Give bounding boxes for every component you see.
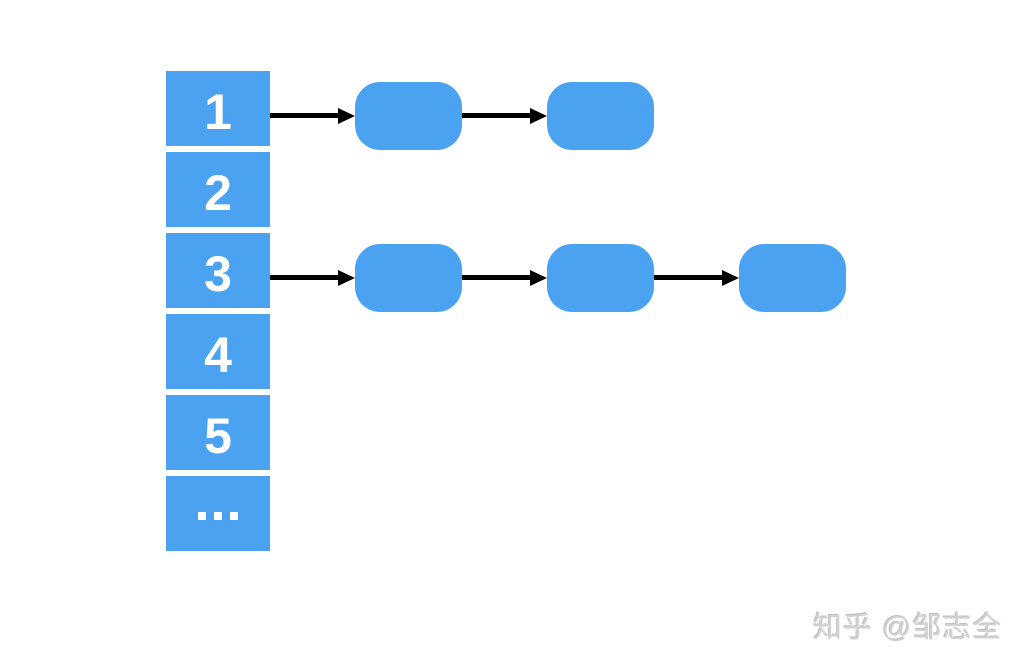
list-node (355, 81, 462, 150)
bucket-row: 1 (166, 71, 846, 150)
bucket-cell: 3 (166, 233, 270, 308)
arrow-head (338, 269, 355, 286)
watermark-text: 知乎 @邹志全 (813, 612, 1003, 644)
arrow-head (722, 269, 739, 286)
arrow-head (530, 269, 547, 286)
arrow-shaft (462, 113, 531, 118)
bucket-label: 4 (204, 326, 232, 383)
bucket-cell: 2 (166, 152, 270, 227)
arrow-head (338, 107, 355, 124)
arrow-shaft (654, 275, 723, 280)
bucket-label: 2 (204, 164, 232, 221)
arrow-right-icon (462, 269, 547, 286)
arrow-shaft (270, 113, 339, 118)
list-node (739, 243, 846, 312)
arrow-right-icon (654, 269, 739, 286)
list-node (355, 243, 462, 312)
arrow-shaft (270, 275, 339, 280)
arrow-head (530, 107, 547, 124)
linked-list-chain (270, 243, 846, 312)
bucket-label: 1 (204, 83, 232, 140)
bucket-row: 4 (166, 314, 846, 389)
watermark: 知乎 @邹志全 (813, 604, 1003, 646)
bucket-row: 2 (166, 152, 846, 227)
bucket-column: 1 2 3 4 5 (166, 71, 846, 557)
bucket-row: 5 (166, 395, 846, 470)
bucket-cell: 4 (166, 314, 270, 389)
bucket-cell (166, 476, 270, 551)
ellipsis-dot (214, 511, 222, 520)
bucket-row (166, 476, 846, 551)
ellipsis-icon (198, 511, 238, 520)
arrow-shaft (462, 275, 531, 280)
bucket-cell: 5 (166, 395, 270, 470)
arrow-right-icon (270, 107, 355, 124)
ellipsis-dot (198, 511, 206, 520)
list-node (547, 81, 654, 150)
ellipsis-dot (230, 511, 238, 520)
arrow-right-icon (462, 107, 547, 124)
bucket-row: 3 (166, 233, 846, 312)
bucket-cell: 1 (166, 71, 270, 146)
bucket-label: 3 (204, 245, 232, 302)
arrow-right-icon (270, 269, 355, 286)
bucket-label: 5 (204, 407, 232, 464)
list-node (547, 243, 654, 312)
linked-list-chain (270, 81, 654, 150)
